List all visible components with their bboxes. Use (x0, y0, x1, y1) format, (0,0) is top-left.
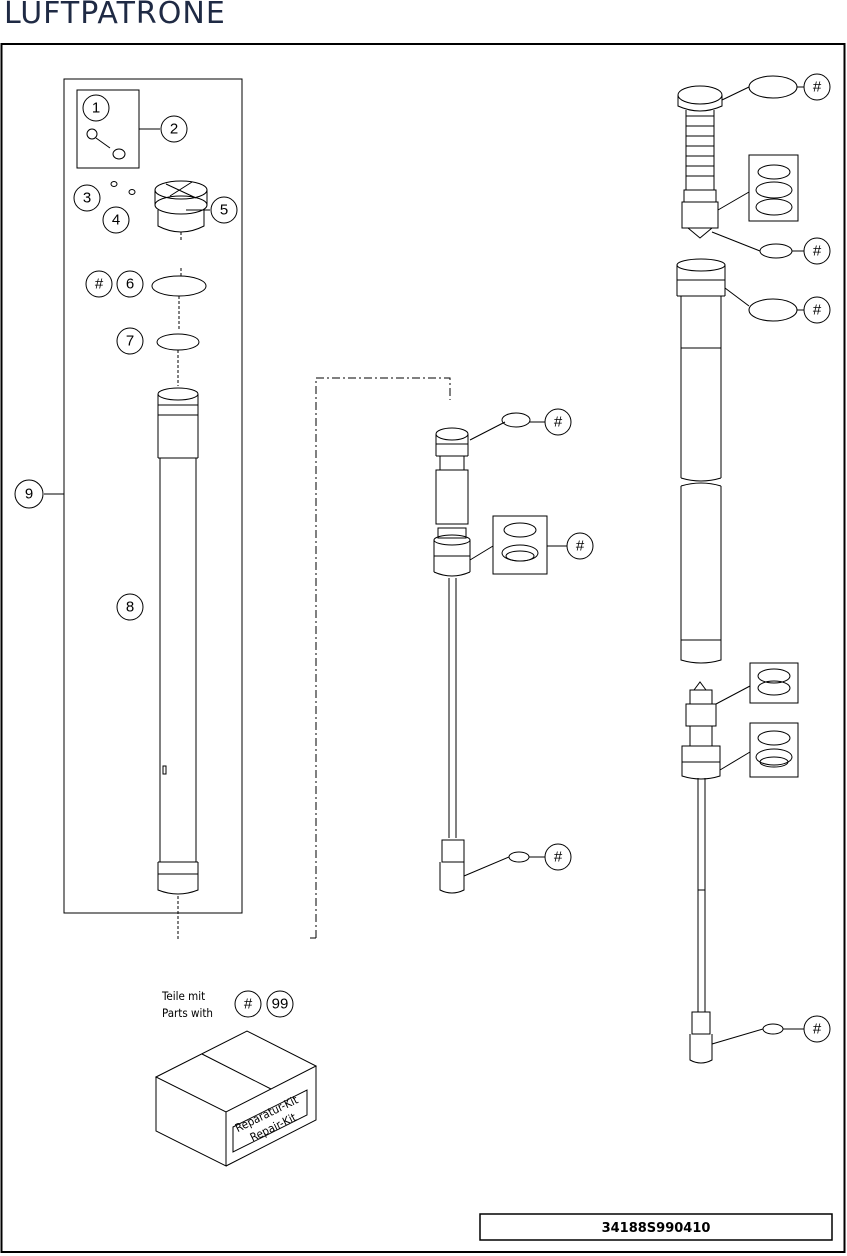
part-4-ring (128, 189, 136, 195)
label-1: 1 (92, 100, 100, 117)
right-sub-box-3 (749, 722, 799, 778)
right-top-spring-cap (677, 85, 723, 239)
label-hash: # (554, 414, 563, 431)
label-hash: # (554, 849, 563, 866)
mid-sub-box (492, 515, 548, 575)
drawing-id: 34188S990410 (602, 1221, 711, 1236)
label-hash: # (576, 538, 585, 555)
callout-6 (116, 270, 144, 298)
label-7: 7 (126, 333, 134, 350)
label-hash: # (244, 996, 253, 1013)
drawing-id-box (479, 1213, 833, 1241)
label-4: 4 (112, 212, 120, 229)
right-lower-cartridge (681, 681, 721, 1064)
assembly-9-box (63, 78, 243, 914)
part-1-bolt (86, 128, 126, 160)
right-sub-box-2 (749, 662, 799, 704)
label-6: 6 (126, 276, 134, 293)
callout-hash-6 (85, 270, 113, 298)
callout-7 (116, 327, 144, 355)
middle-cartridge (433, 427, 471, 894)
right-tube (676, 258, 726, 664)
label-hash: # (813, 243, 822, 260)
label-5: 5 (220, 202, 228, 219)
callout-5 (210, 196, 238, 224)
callout-2 (160, 115, 188, 143)
callout-3 (73, 184, 101, 212)
label-hash: # (813, 302, 822, 319)
part-5-cap (154, 180, 208, 233)
callout-8 (116, 593, 144, 621)
label-99: 99 (272, 996, 289, 1013)
callout-1 (82, 94, 110, 122)
diagram-frame (0, 43, 846, 1253)
kit-label-en: Parts with (162, 1006, 213, 1020)
callout-4 (102, 206, 130, 234)
label-3: 3 (83, 190, 91, 207)
label-hash: # (813, 1021, 822, 1038)
mid-ring-top (501, 412, 531, 428)
callout-9 (14, 479, 44, 509)
repair-kit-box (154, 1030, 318, 1167)
kit-label-de: Teile mit (161, 989, 205, 1003)
label-hash: # (813, 79, 822, 96)
label-9: 9 (25, 486, 33, 503)
label-2: 2 (170, 121, 178, 138)
right-sub-box-1 (748, 154, 799, 222)
page-title: LUFTPATRONE (4, 0, 226, 31)
label-8: 8 (126, 599, 134, 616)
part-3-ring (110, 181, 118, 187)
label-hash: # (95, 276, 104, 293)
part-8-tube (157, 387, 199, 895)
